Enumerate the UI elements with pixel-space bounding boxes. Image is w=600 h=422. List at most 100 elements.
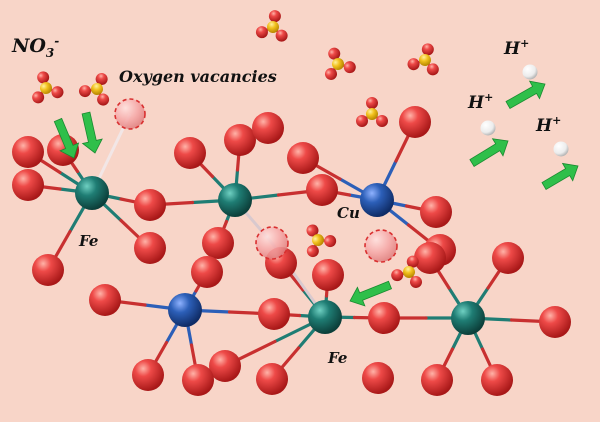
nitrate-oxygen <box>324 235 337 248</box>
nitrate-oxygen <box>426 63 439 76</box>
iron-atom <box>218 183 252 217</box>
arrow-icon <box>53 117 80 159</box>
nitrate-nitrogen <box>332 58 344 70</box>
oxygen-vacancy-icon <box>255 226 289 260</box>
nitrate-oxygen <box>268 10 281 23</box>
oxygen-atom <box>287 142 319 174</box>
nitrate-oxygen <box>78 85 91 98</box>
nitrate-nitrogen <box>40 82 52 94</box>
arrow-shape <box>541 162 579 190</box>
proton-label: H+ <box>503 37 529 59</box>
nitrate-oxygen <box>51 86 64 99</box>
oxygen-atom <box>414 242 446 274</box>
oxygen-atom <box>399 106 431 138</box>
nitrate-oxygen <box>343 61 356 74</box>
arrow-icon <box>541 162 579 190</box>
nitrate-oxygen <box>306 224 319 237</box>
oxygen-atom <box>89 284 121 316</box>
oxygen-vacancies-label: Oxygen vacancies <box>119 67 277 86</box>
arrow-shape <box>81 111 103 154</box>
nitrate-nitrogen <box>267 21 279 33</box>
nitrate-oxygen <box>306 245 319 258</box>
oxygen-atom <box>312 259 344 291</box>
oxygen-atom <box>182 364 214 396</box>
nitrate-molecule-icon <box>255 10 288 42</box>
oxygen-atom <box>492 242 524 274</box>
oxygen-atom <box>12 136 44 168</box>
nitrate-oxygen <box>97 93 110 106</box>
nitrate-nitrogen <box>312 234 324 246</box>
copper-atom <box>360 183 394 217</box>
oxygen-atom <box>481 364 513 396</box>
iron-atom <box>308 300 342 334</box>
nitrate-nitrogen <box>419 54 431 66</box>
oxygen-vacancy-icon <box>364 229 398 263</box>
nitrate-oxygen <box>376 115 388 127</box>
copper-atom <box>168 293 202 327</box>
arrow-icon <box>505 80 546 110</box>
oxygen-atom <box>362 362 394 394</box>
nitrate-oxygen <box>421 43 434 56</box>
oxygen-atom <box>420 196 452 228</box>
oxygen-atom <box>12 169 44 201</box>
nitrate-oxygen <box>328 47 341 60</box>
nitrate-oxygen <box>406 255 419 268</box>
oxygen-atom <box>256 363 288 395</box>
proton-icon <box>522 64 538 80</box>
nitrate-molecule-icon <box>391 255 423 288</box>
nitrate-oxygen <box>410 275 423 288</box>
oxygen-atom <box>306 174 338 206</box>
oxygen-atom <box>134 232 166 264</box>
proton-label: H+ <box>535 114 561 136</box>
oxygen-atom <box>421 364 453 396</box>
nitrate-oxygen <box>37 71 50 84</box>
nitrate-nitrogen <box>403 266 415 278</box>
arrow-icon <box>81 111 103 154</box>
nitrate-molecule-icon <box>324 47 356 80</box>
iron-atom <box>75 176 109 210</box>
nitrate-label: NO3- <box>11 34 59 60</box>
nitrate-nitrogen <box>91 83 103 95</box>
iron-atom <box>451 301 485 335</box>
oxygen-atom <box>32 254 64 286</box>
nitrate-molecule-icon <box>78 73 110 106</box>
oxygen-atom <box>258 298 290 330</box>
nitrate-oxygen <box>255 26 268 39</box>
nitrate-oxygen <box>32 91 45 104</box>
nitrate-oxygen <box>356 115 368 127</box>
proton-icon <box>480 120 496 136</box>
arrow-shape <box>53 117 80 159</box>
arrow-icon <box>469 138 509 167</box>
arrow-shape <box>469 138 509 167</box>
oxygen-vacancy-icon <box>114 98 146 130</box>
proton-label: H+ <box>467 91 493 113</box>
nitrate-molecule-icon <box>32 71 64 104</box>
arrow-shape <box>505 80 546 110</box>
oxygen-atom <box>191 256 223 288</box>
nitrate-oxygen <box>407 58 420 71</box>
oxygen-atom <box>224 124 256 156</box>
copper-label: Cu <box>337 204 360 222</box>
nitrate-oxygen <box>95 73 108 86</box>
nitrate-oxygen <box>366 97 378 109</box>
nitrate-oxygen <box>391 269 404 282</box>
iron-label: Fe <box>327 349 347 367</box>
oxygen-atom <box>174 137 206 169</box>
arrow-shape <box>349 280 393 307</box>
nitrate-molecule-icon <box>356 97 388 127</box>
proton-icon <box>553 141 569 157</box>
oxygen-atom <box>539 306 571 338</box>
oxygen-atom <box>252 112 284 144</box>
nitrate-molecule-icon <box>306 224 337 258</box>
iron-label: Fe <box>78 232 98 250</box>
arrow-icon <box>349 280 393 307</box>
oxygen-atom <box>209 350 241 382</box>
nitrate-nitrogen <box>366 108 378 120</box>
oxygen-atom <box>202 227 234 259</box>
oxygen-atom <box>132 359 164 391</box>
oxygen-atom <box>368 302 400 334</box>
oxygen-atom <box>134 189 166 221</box>
nitrate-oxygen <box>275 29 288 42</box>
nitrate-molecule-icon <box>407 43 439 76</box>
